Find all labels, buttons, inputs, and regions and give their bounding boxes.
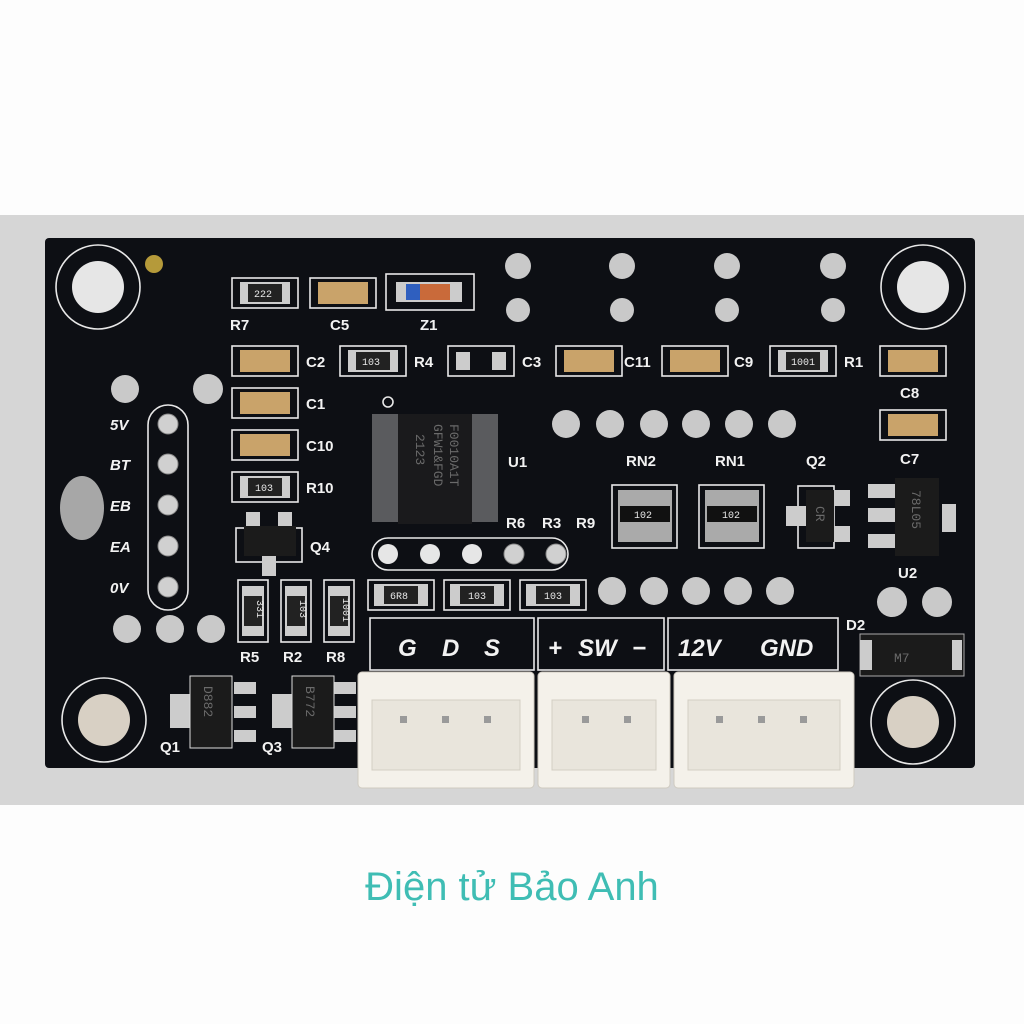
label-q2: Q2 [806,453,826,470]
pcb-board: 5V BT EB EA 0V 222 R7 C5 Z1 C2 103 R4 C3… [45,238,975,768]
r10-marking: 103 [255,484,273,495]
u1-marking-line-3: 2123 [412,434,427,465]
label-r8: R8 [326,649,345,666]
label-q4: Q4 [310,539,331,556]
label-c11: C11 [624,354,651,371]
r3-marking: 103 [468,592,486,603]
q2-u2: CR Q2 78L05 U2 [786,453,956,582]
label-q1: Q1 [160,739,180,756]
pin-label-0v: 0V [110,580,130,597]
label-c3: C3 [522,354,541,371]
connector-label-12v: 12V [678,635,723,662]
r1-marking: 1001 [791,358,815,369]
pin-label-eb: EB [110,498,131,515]
smd-components: 222 R7 C5 Z1 C2 103 R4 C3 C11 C9 1001 R1… [230,273,947,666]
label-c7: C7 [900,451,919,468]
connector-labels: G D S + SW − 12V GND [369,617,839,671]
jst-connectors [357,671,855,789]
label-r2: R2 [283,649,302,666]
u1-marking-line-1: F0010A1T [446,424,461,487]
label-r3: R3 [542,515,561,532]
rn2-marking: 102 [634,511,652,522]
connector-gds[interactable] [357,671,535,789]
pin-label-5v: 5V [110,417,130,434]
u2-marking: 78L05 [908,490,923,529]
mounting-holes [55,244,966,765]
r6-marking: 6R8 [390,592,408,603]
q1-marking: D882 [200,686,215,717]
pin-label-ea: EA [110,539,131,556]
label-q3: Q3 [262,739,282,756]
label-u2: U2 [898,565,917,582]
label-z1: Z1 [420,317,438,334]
fiducial [145,255,163,273]
r8-marking: 1001 [339,598,350,622]
label-r5: R5 [240,649,259,666]
label-u1: U1 [508,454,527,471]
r9-marking: 103 [544,592,562,603]
label-c2: C2 [306,354,325,371]
through-hole-pins-top [111,253,952,643]
connector-label-plus: + [548,635,562,662]
label-c9: C9 [734,354,753,371]
label-d2: D2 [846,617,865,634]
label-r10: R10 [306,480,334,497]
q2-marking: CR [812,506,827,522]
q1-q3-transistors: D882 Q1 B772 Q3 [160,675,356,756]
connector-label-d: D [442,635,459,662]
label-c10: C10 [306,438,334,455]
crystal-shadow [60,476,104,540]
r7-marking: 222 [254,290,272,301]
connector-label-sw: SW [578,635,619,662]
watermark: Điện tử Bảo Anh [365,865,659,909]
r4-marking: 103 [362,358,380,369]
connector-label-g: G [398,635,417,662]
label-rn1: RN1 [715,453,745,470]
connector-label-minus: − [632,635,646,662]
u1-ic: F0010A1T GFW1&FGD 2123 U1 [372,396,527,524]
label-r9: R9 [576,515,595,532]
rn1-marking: 102 [722,511,740,522]
q3-marking: B772 [302,686,317,717]
r5-marking: 331 [253,600,264,618]
pin-label-bt: BT [110,457,132,474]
label-r1: R1 [844,354,863,371]
pin-header: 5V BT EB EA 0V [110,404,189,611]
label-r7: R7 [230,317,249,334]
label-c8: C8 [900,385,919,402]
r2-marking: 103 [296,600,307,618]
label-c1: C1 [306,396,325,413]
label-rn2: RN2 [626,453,656,470]
connector-label-s: S [484,635,500,662]
connector-power[interactable] [673,671,855,789]
resistor-networks: 102 RN2 102 RN1 [611,453,765,549]
label-r4: R4 [414,354,434,371]
label-r6: R6 [506,515,525,532]
connector-sw[interactable] [537,671,671,789]
d2-marking: M7 [894,651,910,666]
u1-marking-line-2: GFW1&FGD [430,424,445,487]
label-c5: C5 [330,317,349,334]
connector-label-gnd: GND [760,635,813,662]
d2-diode: M7 D2 [846,617,965,677]
